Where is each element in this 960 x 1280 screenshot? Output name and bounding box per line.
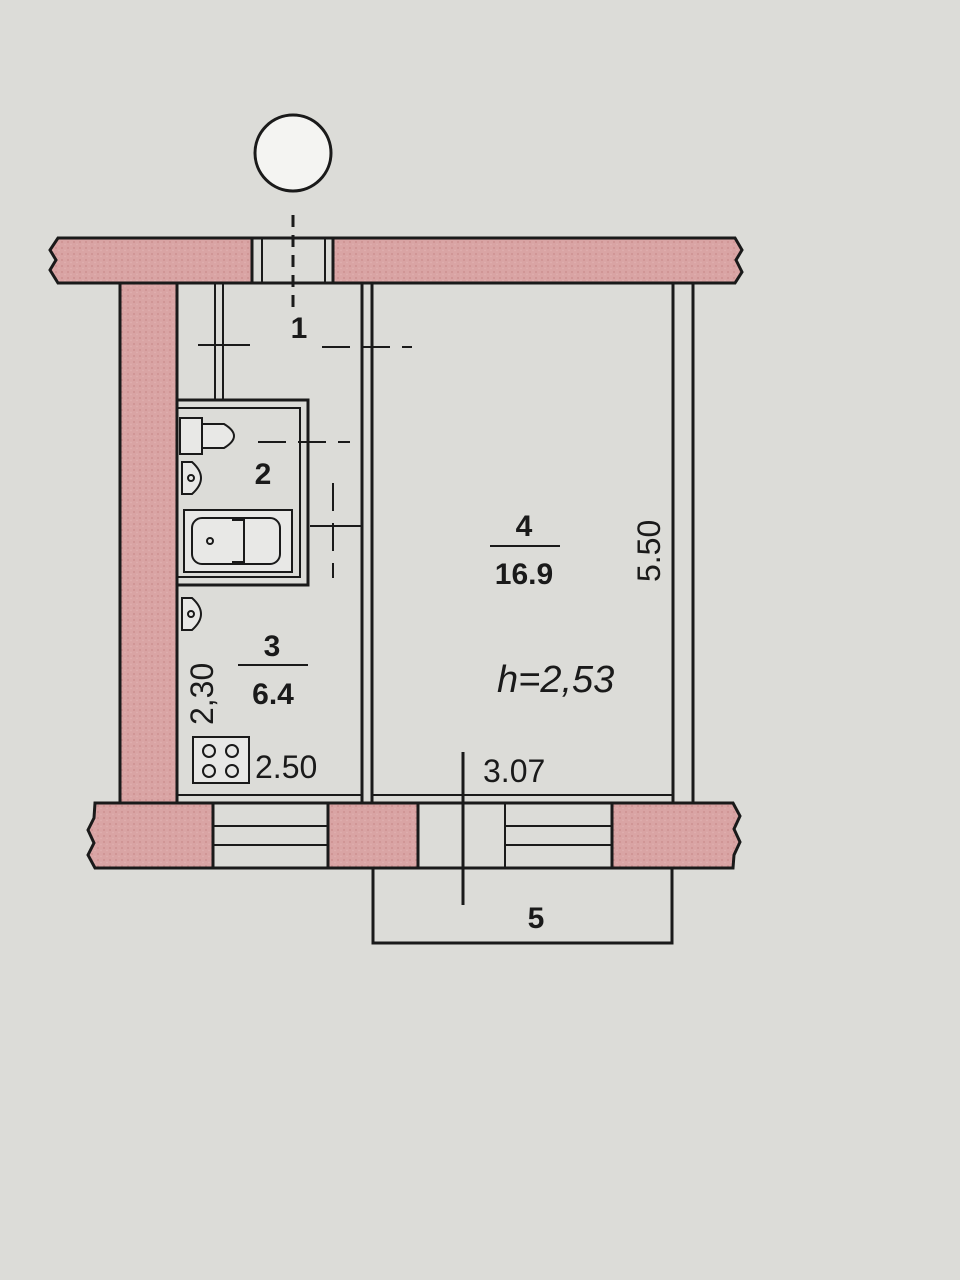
left-wall [118,281,179,805]
room-area-living: 16.9 [495,558,553,591]
ceiling-height: h=2,53 [497,659,614,701]
entry-opening [252,215,333,310]
bathtub-icon [183,509,293,573]
bottom-wall [86,801,742,870]
washbasin-icon [181,461,202,495]
orientation-circle [253,113,333,193]
dimension-kitchen-width: 2.50 [255,749,317,785]
room-number-bathroom: 2 [255,458,272,491]
room-number-entry: 1 [291,312,308,345]
room-number-balcony: 5 [528,902,545,935]
kitchen-sink-icon [181,597,202,631]
toilet-icon [179,417,235,455]
dimension-kitchen-length: 2,30 [184,663,220,725]
partitions [177,283,673,803]
room-number-living: 4 [516,510,533,543]
right-wall [671,281,695,805]
stove-icon [192,736,250,784]
balcony-outline [371,868,674,945]
dimension-living-width: 3.07 [483,753,545,789]
room-area-kitchen: 6.4 [252,678,294,711]
room-number-kitchen: 3 [264,630,281,663]
dimension-living-length: 5.50 [631,520,667,582]
top-wall [48,236,744,285]
